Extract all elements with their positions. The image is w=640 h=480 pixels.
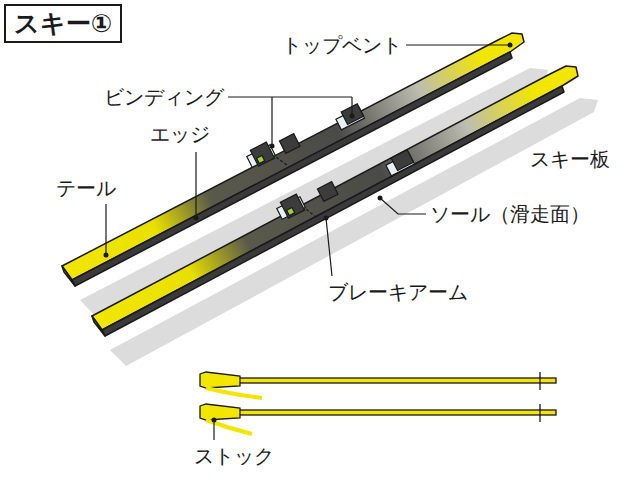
part-label: ソール（滑走面） [430,202,590,226]
ski-board [62,33,524,286]
part-label: トップベント [282,33,402,57]
part-label: スキー板 [530,147,610,171]
leader-dot [104,43,513,423]
part-label: ブレーキアーム [328,280,468,304]
part-label: エッジ [150,122,210,146]
title: スキー① [4,4,122,43]
part-label: ストック [194,444,274,468]
part-label: テール [56,176,116,200]
binding [245,104,415,234]
part-label: ビンディング [104,85,224,109]
ski-board [92,66,578,336]
ski-pole [200,372,556,434]
